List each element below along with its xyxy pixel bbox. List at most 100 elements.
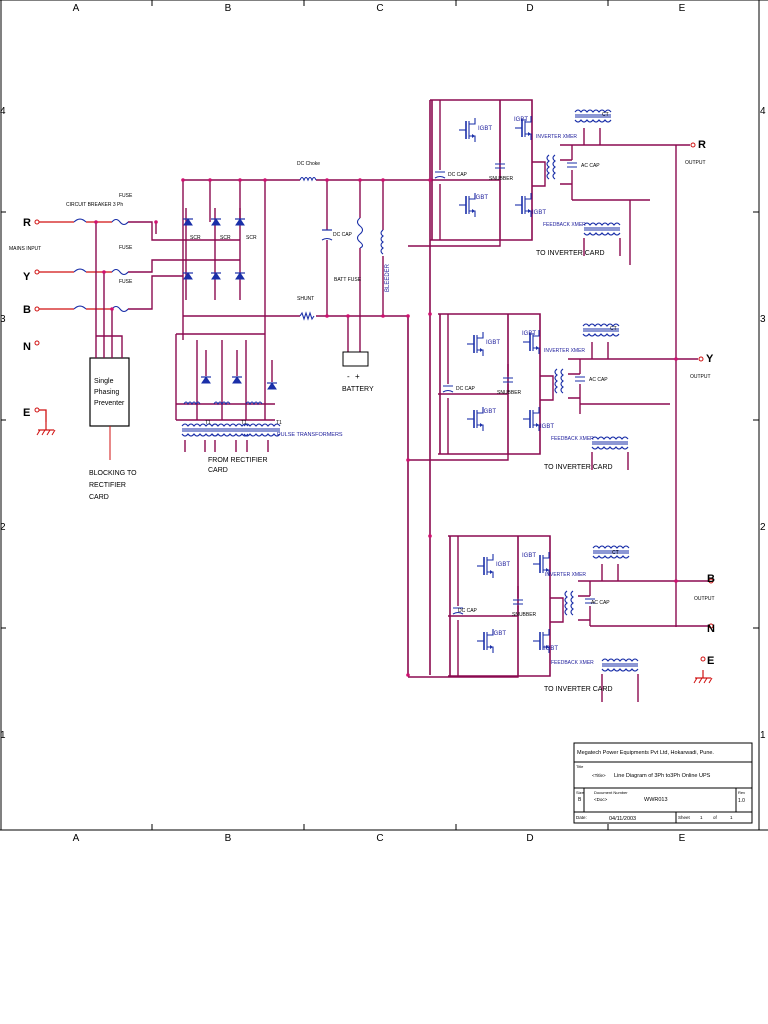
mains-input-section: R Y B N E MAINS INPUT CIRCUIT BREAKER 3 … <box>9 193 240 501</box>
inverter-y: IGBT IGBT IGBT IGBT DC CAP SNUBBER INVER… <box>408 313 714 471</box>
dc-choke-label: DC Choke <box>297 161 320 167</box>
t1-label-1: T1 <box>205 420 211 426</box>
rectifier-bridge: SCR SCR SCR DC Choke SHUNT DC CAP BATT F… <box>175 100 431 675</box>
rev-value: 1.0 <box>738 798 745 804</box>
col-label-e-top: E <box>679 3 686 14</box>
inverter-b-xmer: INVERTER XMER <box>545 572 586 578</box>
title-text: Line Diagram of 3Ph to3Ph Online UPS <box>614 773 711 779</box>
inverter-b: IGBT IGBT IGBT IGBT DC CAP SNUBBER INVER… <box>408 535 715 702</box>
mains-input-label: MAINS INPUT <box>9 246 41 252</box>
single-phasing-line-1: Single <box>94 378 114 385</box>
date-value: 04/11/2003 <box>609 816 636 822</box>
row-label-3-left: 3 <box>0 314 6 325</box>
inverter-r: IGBT IGBT IGBT IGBT DC CAP SNUBBER INVER… <box>408 99 706 265</box>
sheet-number: 1 <box>700 815 703 820</box>
inverter-y-feedback: FEEDBACK XMER <box>551 436 594 442</box>
col-label-d-top: D <box>526 3 533 14</box>
inverter-r-ct: CT <box>602 112 609 118</box>
sheet-of: of <box>713 815 718 820</box>
inverter-y-snubber: SNUBBER <box>497 390 522 396</box>
scr-label-1: SCR <box>190 235 201 241</box>
row-label-4-right: 4 <box>760 106 766 117</box>
bleeder-label: BLEEDER <box>385 263 391 292</box>
inverter-b-dc-cap: DC CAP <box>458 608 478 614</box>
col-label-b-top: B <box>225 3 232 14</box>
t1-label-2: T1 <box>241 420 247 426</box>
scr-label-3: SCR <box>246 235 257 241</box>
scr-label-2: SCR <box>220 235 231 241</box>
t1-label-3: T1 <box>276 420 282 426</box>
inverter-b-ct: CT <box>612 550 619 556</box>
inverter-b-igbt-2: IGBT <box>522 553 536 559</box>
batt-fuse-label: BATT FUSE <box>334 277 362 283</box>
inverter-r-igbt-1: IGBT <box>478 126 492 132</box>
inverter-y-output: OUTPUT <box>690 374 711 380</box>
from-rectifier-line-1: FROM RECTIFIER <box>208 457 268 464</box>
output-earth-terminal: E <box>707 655 714 667</box>
single-phasing-line-2: Phasing <box>94 389 119 396</box>
title-label: Title <box>576 764 584 769</box>
inverter-y-igbt-1: IGBT <box>486 340 500 346</box>
col-label-a-bottom: A <box>73 833 80 844</box>
inverter-r-ac-cap: AC CAP <box>581 163 600 169</box>
inverter-y-xmer: INVERTER XMER <box>544 348 585 354</box>
row-label-2-left: 2 <box>0 522 6 533</box>
col-label-c-bottom: C <box>376 833 383 844</box>
rev-label: Rev <box>738 790 745 795</box>
row-label-1-left: 1 <box>0 730 6 741</box>
inverter-y-terminal: Y <box>706 353 714 365</box>
terminal-label-b: B <box>23 304 31 316</box>
inverter-y-ac-cap: AC CAP <box>589 377 608 383</box>
inverter-b-igbt-1: IGBT <box>496 562 510 568</box>
terminal-label-y: Y <box>23 271 31 283</box>
inverter-y-dc-cap: DC CAP <box>456 386 476 392</box>
output-neutral-terminal: N <box>707 623 715 635</box>
battery-minus: - <box>347 372 350 381</box>
docnum-label: Document Number <box>594 790 628 795</box>
sheet-total: 1 <box>730 815 733 820</box>
inverter-y-igbt-3: IGBT <box>482 409 496 415</box>
inverter-b-igbt-4: IGBT <box>544 646 558 652</box>
blocking-line-2: RECTIFIER <box>89 482 126 489</box>
pulse-transformers-label: PULSE TRANSFORMERS <box>277 432 343 438</box>
size-label: Size <box>576 790 585 795</box>
doc-tag: <Doc> <box>594 797 608 802</box>
fuse-label-r: FUSE <box>119 193 133 199</box>
inverter-b-terminal: B <box>707 573 715 585</box>
date-label: Date: <box>576 815 587 820</box>
blocking-line-3: CARD <box>89 494 109 501</box>
title-block: Megatech Power Equipments Pvt Ltd, Hokar… <box>573 742 753 824</box>
junction-dots <box>94 178 678 677</box>
inverter-y-igbt-2: IGBT <box>522 331 536 337</box>
inverter-y-ct: CT <box>610 326 617 332</box>
col-label-e-bottom: E <box>679 833 686 844</box>
circuit-breaker-label: CIRCUIT BREAKER 3 Ph <box>66 202 123 208</box>
title-tag: <Title> <box>592 773 606 778</box>
sheet-label: Sheet <box>678 815 691 820</box>
battery-plus: + <box>355 372 360 381</box>
battery-symbol <box>342 351 369 367</box>
terminal-label-e: E <box>23 407 30 419</box>
inverter-b-feedback: FEEDBACK XMER <box>551 660 594 666</box>
inverter-r-dc-cap: DC CAP <box>448 172 468 178</box>
inverter-r-output: OUTPUT <box>685 160 706 166</box>
inverter-r-igbt-2: IGBT <box>514 117 528 123</box>
terminal-label-n: N <box>23 341 31 353</box>
inverter-b-ac-cap: AC CAP <box>591 600 610 606</box>
inverter-r-to-card: TO INVERTER CARD <box>536 250 605 257</box>
inverter-r-terminal: R <box>698 139 706 151</box>
docnum-value: WWR013 <box>644 797 668 803</box>
col-label-a-top: A <box>73 3 80 14</box>
inverter-y-to-card: TO INVERTER CARD <box>544 464 613 471</box>
single-phasing-preventer-box <box>89 357 130 427</box>
terminal-label-r: R <box>23 217 31 229</box>
inverter-b-to-card: TO INVERTER CARD <box>544 686 613 693</box>
row-label-3-right: 3 <box>760 314 766 325</box>
blocking-line-1: BLOCKING TO <box>89 470 137 477</box>
row-label-2-right: 2 <box>760 522 766 533</box>
row-label-4-left: 4 <box>0 106 6 117</box>
inverter-r-igbt-3: IGBT <box>474 195 488 201</box>
inverter-r-igbt-4: IGBT <box>532 210 546 216</box>
inverter-r-snubber: SNUBBER <box>489 176 514 182</box>
